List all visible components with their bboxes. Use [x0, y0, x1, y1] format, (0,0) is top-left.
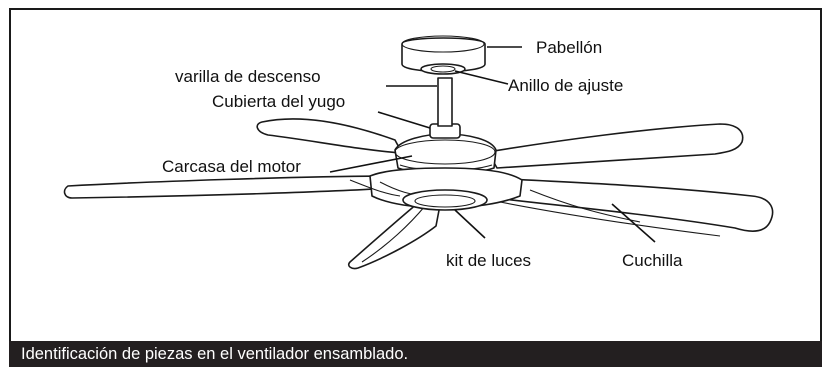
- leader-anillo: [454, 70, 509, 85]
- label-cuchilla: Cuchilla: [622, 251, 683, 270]
- label-pabellon: Pabellón: [536, 38, 602, 57]
- caption-text: Identificación de piezas en el ventilado…: [21, 345, 409, 363]
- blade-back-left: [256, 118, 403, 154]
- canopy-shape: [401, 37, 486, 73]
- blade-right: [477, 177, 774, 232]
- leader-cubierta: [377, 111, 431, 129]
- leader-kit: [454, 209, 486, 239]
- label-anillo: Anillo de ajuste: [508, 76, 623, 95]
- label-cubierta: Cubierta del yugo: [212, 92, 345, 111]
- blade-left: [63, 175, 401, 199]
- leader-carcasa: [329, 155, 413, 173]
- adjust-ring-shape: [420, 63, 466, 75]
- leader-cuchilla: [611, 203, 656, 243]
- caption-bar: Identificación de piezas en el ventilado…: [9, 341, 822, 367]
- blade-front-left: [347, 202, 441, 270]
- blade-back-right: [487, 123, 744, 169]
- label-varilla: varilla de descenso: [175, 67, 321, 86]
- label-kit: kit de luces: [446, 251, 531, 270]
- downrod-shape: [437, 77, 453, 127]
- label-carcasa: Carcasa del motor: [162, 157, 301, 176]
